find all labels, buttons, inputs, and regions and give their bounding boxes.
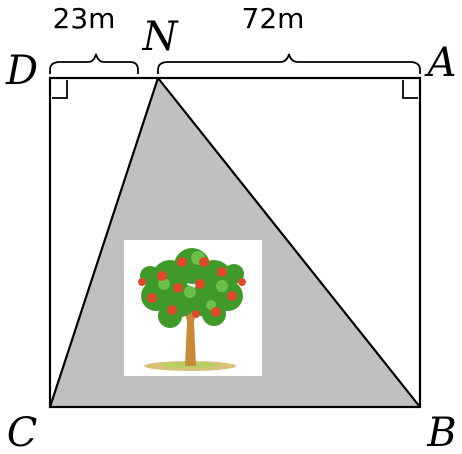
apple-tree-icon (124, 240, 262, 376)
segment-nb (157, 77, 421, 408)
point-label-d: D (5, 48, 38, 94)
right-angle-marker-d (52, 80, 68, 99)
right-angle-marker-a (402, 80, 418, 99)
point-label-a: A (424, 40, 457, 86)
length-label-na: 72m (242, 2, 305, 35)
rectangle-abcd (48, 76, 422, 409)
segment-nc (48, 77, 160, 408)
brace-na (157, 53, 421, 74)
point-label-b: B (426, 410, 456, 454)
point-label-n: N (142, 14, 180, 60)
length-label-dn: 23m (53, 2, 116, 35)
point-label-c: C (7, 410, 38, 454)
brace-dn (49, 53, 139, 74)
